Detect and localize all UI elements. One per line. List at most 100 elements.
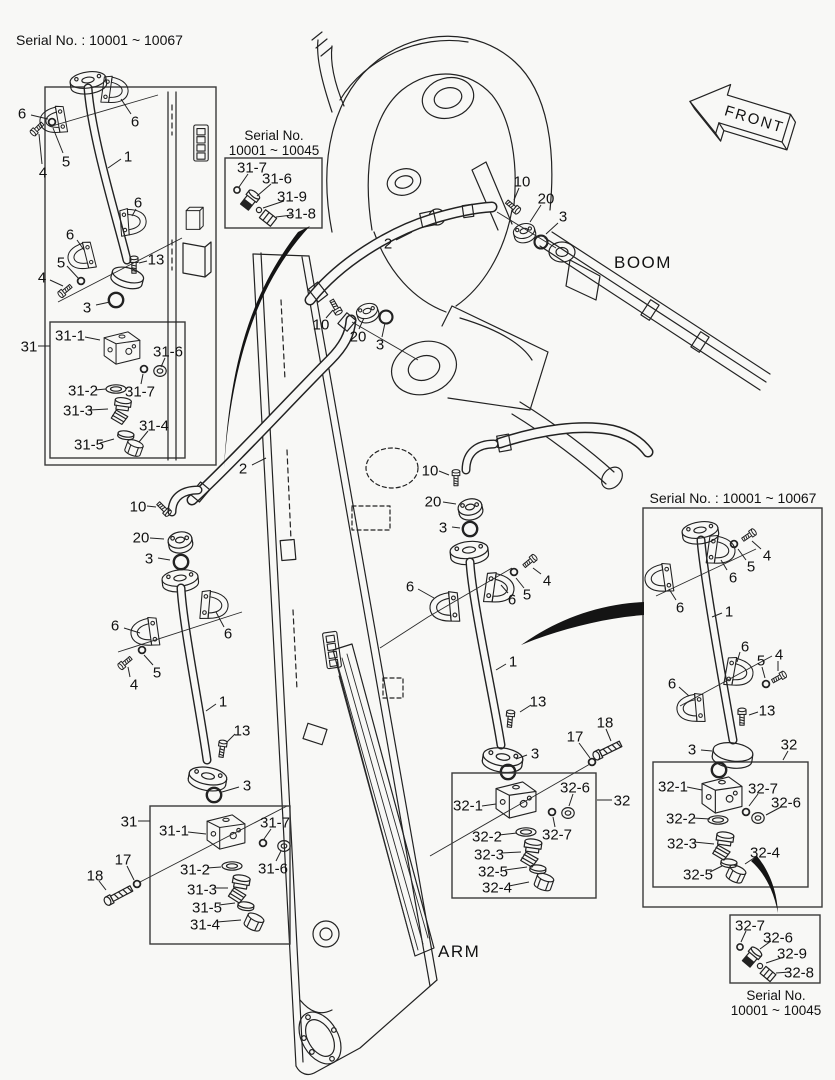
callout-6: 6 [668, 675, 676, 692]
panel-top-left-border [44, 86, 217, 466]
leader-line-17 [578, 742, 591, 759]
leader-line-2 [395, 231, 413, 241]
callout-6: 6 [18, 105, 26, 122]
leader-line-10 [146, 505, 157, 508]
callout-32-7: 32-7 [748, 780, 778, 797]
leader-line-4 [38, 133, 43, 165]
callout-4: 4 [130, 676, 138, 693]
callout-31-4: 31-4 [139, 417, 169, 434]
callout-1: 1 [725, 603, 733, 620]
fitting-chain-arm-top [327, 297, 419, 361]
leader-line-6 [215, 611, 225, 628]
leader-line-32 [782, 750, 789, 761]
leader-line-13 [519, 704, 532, 713]
leader-line-31-8 [275, 214, 293, 218]
leader-line-6 [500, 584, 509, 594]
callout-32-7: 32-7 [542, 826, 572, 843]
callout-18: 18 [87, 867, 104, 884]
callout-31-3: 31-3 [187, 881, 217, 898]
callout-32: 32 [781, 736, 798, 753]
callout-3: 3 [531, 745, 539, 762]
leader-line-32-6 [765, 806, 782, 816]
leader-line-3 [545, 222, 559, 235]
leader-line-13 [138, 260, 148, 264]
callout-6: 6 [134, 194, 142, 211]
leader-line-6 [123, 627, 141, 634]
leader-line-13 [748, 711, 759, 716]
callout-10: 10 [422, 462, 439, 479]
callout-5: 5 [523, 586, 531, 603]
callout-10: 10 [514, 173, 531, 190]
callout-3: 3 [243, 777, 251, 794]
leader-line-20 [149, 537, 165, 540]
callout-3: 3 [439, 519, 447, 536]
leader-line-31-5 [218, 902, 236, 906]
leader-line-3 [95, 301, 111, 306]
callout-10: 10 [130, 498, 147, 515]
leader-line-5 [761, 666, 766, 679]
callout-31-2: 31-2 [68, 382, 98, 399]
leader-line-18 [98, 880, 107, 891]
leader-line-31-7 [238, 173, 249, 188]
callout-32-1: 32-1 [453, 797, 483, 814]
leader-line-32-2 [692, 817, 711, 820]
leader-line-6 [120, 98, 132, 115]
leader-line-5 [52, 127, 64, 154]
callout-32-7: 32-7 [735, 917, 765, 934]
leader-line-32-5 [709, 865, 723, 873]
callout-3: 3 [376, 336, 384, 353]
callout-20: 20 [350, 328, 367, 345]
serial-footer-line1: Serial No. [746, 988, 805, 1003]
callout-32-1: 32-1 [658, 778, 688, 795]
callout-32-3: 32-3 [667, 835, 697, 852]
leader-line-31-3 [89, 408, 109, 411]
arm-label: ARM [438, 942, 480, 961]
front-arrow: FRONT [689, 83, 797, 151]
callout-31-5: 31-5 [74, 436, 104, 453]
leader-line-3 [451, 526, 461, 529]
callout-31-2: 31-2 [180, 861, 210, 878]
callout-32-6: 32-6 [763, 929, 793, 946]
leader-line-31-4 [138, 430, 149, 443]
leader-line-6 [736, 651, 741, 663]
leader-line-31-2 [206, 866, 222, 869]
leader-line-31-7 [140, 373, 144, 385]
leader-line-32-7 [748, 793, 759, 807]
callout-31-6: 31-6 [262, 170, 292, 187]
callout-32: 32 [614, 792, 631, 809]
leader-line-32-6 [568, 793, 574, 807]
callout-5: 5 [747, 558, 755, 575]
leader-line-32-8 [775, 971, 791, 974]
panel-bottom-left-border [149, 805, 291, 945]
leader-line-4 [532, 567, 542, 575]
leader-line-5 [737, 548, 747, 561]
leader-line-32-5 [504, 866, 528, 871]
callout-31-5: 31-5 [192, 899, 222, 916]
callout-18: 18 [597, 714, 614, 731]
leader-line-32-1 [686, 786, 703, 791]
leader-line-6 [131, 208, 137, 217]
leader-line-3 [700, 749, 713, 752]
callout-20: 20 [538, 190, 555, 207]
callout-32-5: 32-5 [683, 866, 713, 883]
leader-line-18 [605, 728, 612, 742]
callout-1: 1 [124, 148, 132, 165]
callout-6: 6 [676, 599, 684, 616]
leader-line-31-7 [263, 828, 272, 840]
callout-32-6: 32-6 [771, 794, 801, 811]
callout-6: 6 [729, 569, 737, 586]
callout-31-7: 31-7 [125, 383, 155, 400]
leader-line-6 [417, 588, 435, 599]
callout-32-4: 32-4 [482, 879, 512, 896]
callout-6: 6 [66, 226, 74, 243]
callout-4: 4 [39, 164, 47, 181]
panel-top-middle-border [224, 157, 323, 229]
top-middle-panel-artwork [233, 186, 278, 227]
leader-line-4 [49, 279, 64, 287]
leader-line-20 [442, 501, 457, 505]
leader-line-5 [143, 654, 154, 666]
callout-32-8: 32-8 [784, 964, 814, 981]
boom-label: BOOM [614, 253, 672, 272]
callout-31-1: 31-1 [159, 822, 189, 839]
